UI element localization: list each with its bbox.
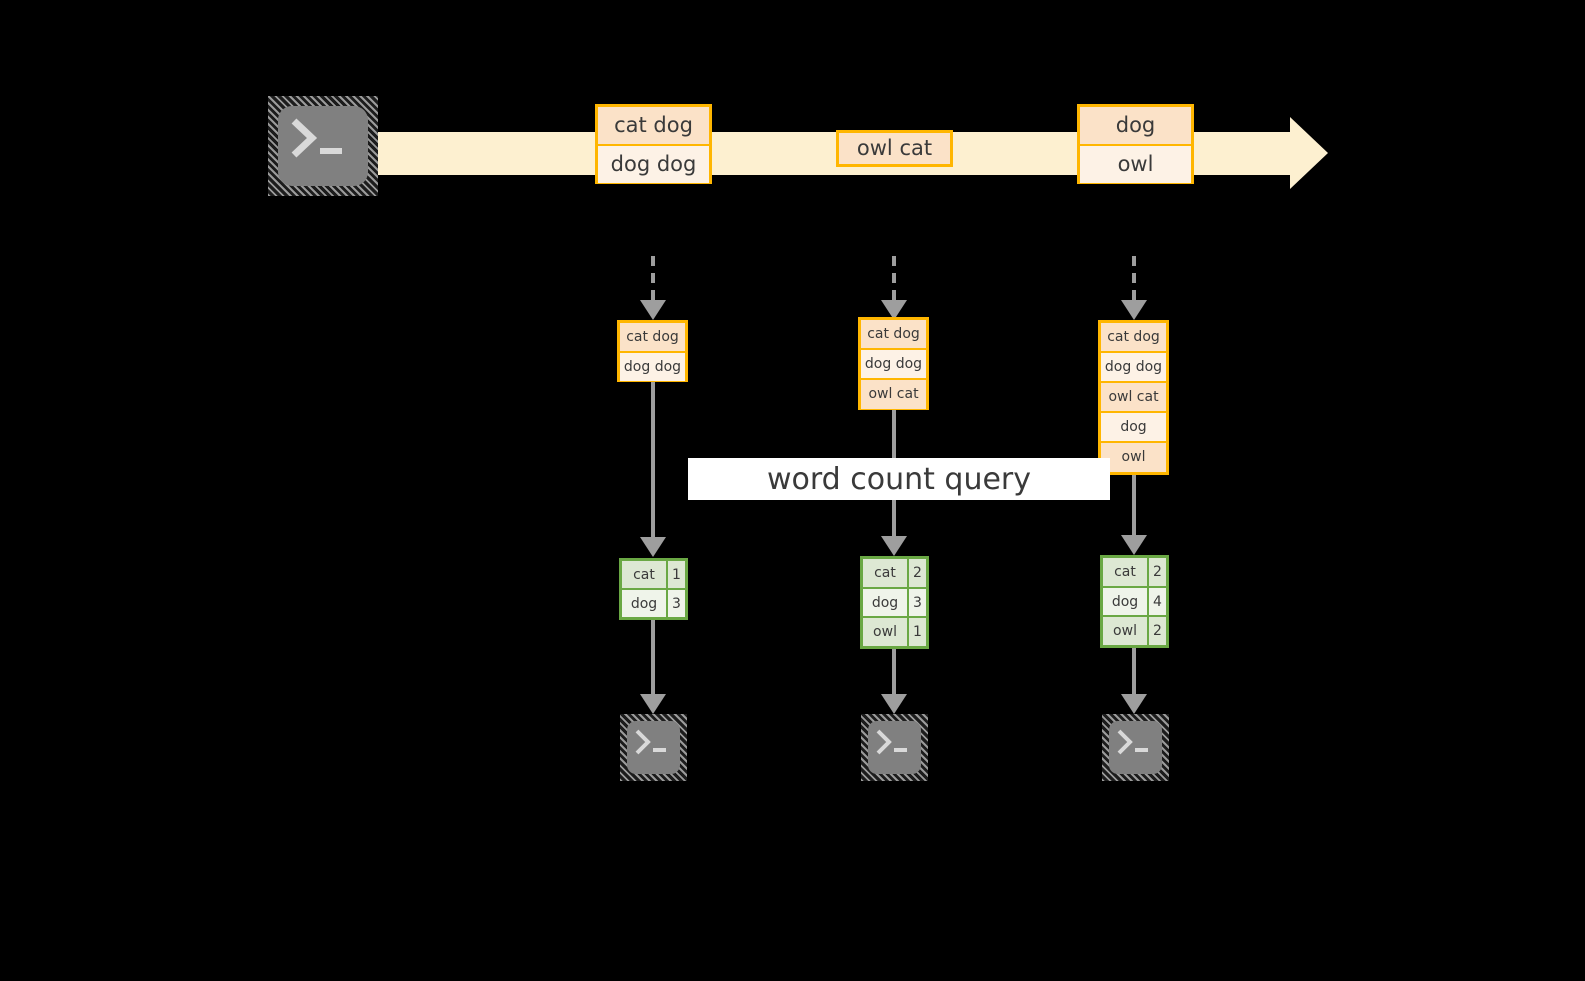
buffer-line: cat dog bbox=[861, 320, 926, 348]
table-cell-word: cat bbox=[1103, 558, 1147, 586]
column-3-inbound-arrow bbox=[1121, 256, 1147, 320]
table-cell-word: cat bbox=[863, 559, 907, 587]
table-row: cat 1 bbox=[622, 561, 685, 588]
table-cell-word: cat bbox=[622, 561, 666, 588]
column-2-buffer[interactable]: cat dog dog dog owl cat bbox=[858, 317, 929, 410]
column-2-result-table[interactable]: cat 2 dog 3 owl 1 bbox=[860, 556, 929, 649]
table-row: cat 2 bbox=[1103, 558, 1166, 586]
column-2-sink-terminal-icon[interactable] bbox=[861, 714, 928, 781]
buffer-line: owl cat bbox=[1101, 381, 1166, 411]
table-row: cat 2 bbox=[863, 559, 926, 587]
stream-message-line: owl cat bbox=[839, 133, 950, 164]
table-cell-count: 3 bbox=[666, 590, 685, 617]
table-cell-count: 3 bbox=[907, 588, 926, 617]
buffer-line: dog bbox=[1101, 411, 1166, 441]
table-cell-count: 2 bbox=[907, 559, 926, 587]
stream-message-3[interactable]: dog owl bbox=[1077, 104, 1194, 184]
column-1-inbound-arrow bbox=[640, 256, 666, 320]
column-2-inbound-arrow bbox=[881, 256, 907, 320]
table-cell-count: 1 bbox=[666, 561, 685, 588]
buffer-line: cat dog bbox=[1101, 323, 1166, 351]
terminal-prompt-glyph bbox=[291, 118, 342, 158]
query-label: word count query bbox=[688, 458, 1110, 500]
column-3-buffer[interactable]: cat dog dog dog owl cat dog owl bbox=[1098, 320, 1169, 475]
terminal-face bbox=[278, 106, 368, 186]
table-cell-count: 2 bbox=[1147, 558, 1166, 586]
table-cell-word: dog bbox=[622, 590, 666, 617]
terminal-face bbox=[627, 721, 680, 774]
buffer-line: owl cat bbox=[861, 378, 926, 409]
stream-message-line: owl bbox=[1080, 144, 1191, 183]
terminal-prompt-glyph bbox=[1117, 729, 1148, 755]
table-cell-word: owl bbox=[1103, 617, 1147, 646]
column-2-output-arrow bbox=[881, 649, 907, 716]
table-cell-count: 1 bbox=[907, 618, 926, 647]
column-1-sink-terminal-icon[interactable] bbox=[620, 714, 687, 781]
column-3-result-table[interactable]: cat 2 dog 4 owl 2 bbox=[1100, 555, 1169, 648]
table-cell-count: 2 bbox=[1147, 617, 1166, 646]
terminal-face bbox=[868, 721, 921, 774]
table-cell-word: dog bbox=[863, 588, 907, 617]
terminal-prompt-glyph bbox=[635, 729, 666, 755]
stream-message-line: dog dog bbox=[598, 144, 709, 183]
table-cell-word: owl bbox=[863, 618, 907, 647]
buffer-line: dog dog bbox=[620, 351, 685, 381]
column-3-output-arrow bbox=[1121, 648, 1147, 716]
source-terminal-icon[interactable] bbox=[268, 96, 378, 196]
table-row: dog 4 bbox=[1103, 585, 1166, 616]
table-row: owl 1 bbox=[863, 616, 926, 647]
table-cell-count: 4 bbox=[1147, 587, 1166, 616]
buffer-line: dog dog bbox=[861, 348, 926, 378]
table-row: dog 3 bbox=[622, 588, 685, 617]
buffer-line: dog dog bbox=[1101, 351, 1166, 381]
column-1-result-table[interactable]: cat 1 dog 3 bbox=[619, 558, 688, 620]
table-cell-word: dog bbox=[1103, 587, 1147, 616]
table-row: owl 2 bbox=[1103, 615, 1166, 646]
column-1-buffer[interactable]: cat dog dog dog bbox=[617, 320, 688, 382]
stream-arrow-head bbox=[1290, 117, 1328, 189]
terminal-prompt-glyph bbox=[876, 729, 907, 755]
stream-message-line: dog bbox=[1080, 107, 1191, 144]
buffer-line: owl bbox=[1101, 441, 1166, 472]
stream-message-2[interactable]: owl cat bbox=[836, 130, 953, 167]
buffer-line: cat dog bbox=[620, 323, 685, 351]
column-3-query-arrow bbox=[1121, 475, 1147, 557]
column-3-sink-terminal-icon[interactable] bbox=[1102, 714, 1169, 781]
stream-message-1[interactable]: cat dog dog dog bbox=[595, 104, 712, 184]
column-1-query-arrow bbox=[640, 382, 666, 560]
terminal-face bbox=[1109, 721, 1162, 774]
stream-message-line: cat dog bbox=[598, 107, 709, 144]
table-row: dog 3 bbox=[863, 586, 926, 617]
column-1-output-arrow bbox=[640, 620, 666, 716]
